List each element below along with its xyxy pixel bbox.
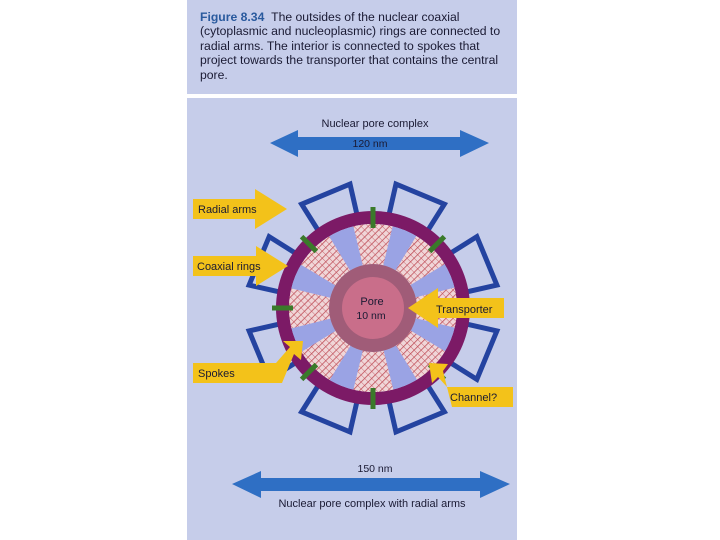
transporter-label: Transporter (436, 304, 493, 316)
spoke-sectors (289, 224, 458, 393)
central-pore (342, 277, 404, 339)
hatched-sector-overlay (352, 350, 394, 393)
hatched-sector-overlay (395, 235, 446, 286)
hatched-sector-overlay (395, 330, 446, 381)
spokes-callout (193, 341, 303, 383)
bottom-dimension: 150 nm (357, 463, 392, 475)
transporter-callout (408, 288, 504, 328)
bottom-label: Nuclear pore complex with radial arms (278, 498, 466, 510)
pore-size-label: 10 nm (356, 310, 385, 322)
coaxial-rings-callout (193, 246, 288, 286)
connector (299, 234, 319, 254)
caption-text: The outsides of the nuclear coaxial (cyt… (200, 10, 501, 82)
spoke (410, 264, 455, 298)
figure-caption: Figure 8.34 The outsides of the nuclear … (200, 10, 510, 82)
top-dimension-arrow (270, 130, 489, 157)
channel-label: Channel? (450, 392, 497, 404)
connector (427, 234, 447, 254)
caption-panel: Figure 8.34 The outsides of the nuclear … (187, 0, 517, 94)
spoke (291, 264, 336, 298)
channel-callout (429, 363, 513, 407)
radial-arms-callout (193, 189, 287, 229)
coaxial-rings-label: Coaxial rings (197, 261, 261, 273)
spoke (410, 318, 455, 352)
hatched-sector-overlay (289, 287, 331, 329)
hatched-sector-overlay (352, 224, 394, 266)
spoke (383, 345, 417, 390)
connector (299, 362, 319, 382)
spoke (383, 226, 417, 271)
top-label: Nuclear pore complex (322, 118, 429, 130)
figure-label: Figure 8.34 (200, 10, 265, 24)
hatched-sector-overlay (300, 330, 351, 381)
hatched-sector-overlay (300, 235, 351, 286)
radial-arms-label: Radial arms (198, 204, 257, 216)
panel-divider (187, 94, 517, 98)
bottom-dimension-arrow (232, 471, 510, 498)
pore-label: Pore (360, 296, 383, 308)
spoke (329, 345, 363, 390)
spoke (329, 226, 363, 271)
spokes-label: Spokes (198, 368, 235, 380)
top-dimension: 120 nm (352, 138, 387, 150)
